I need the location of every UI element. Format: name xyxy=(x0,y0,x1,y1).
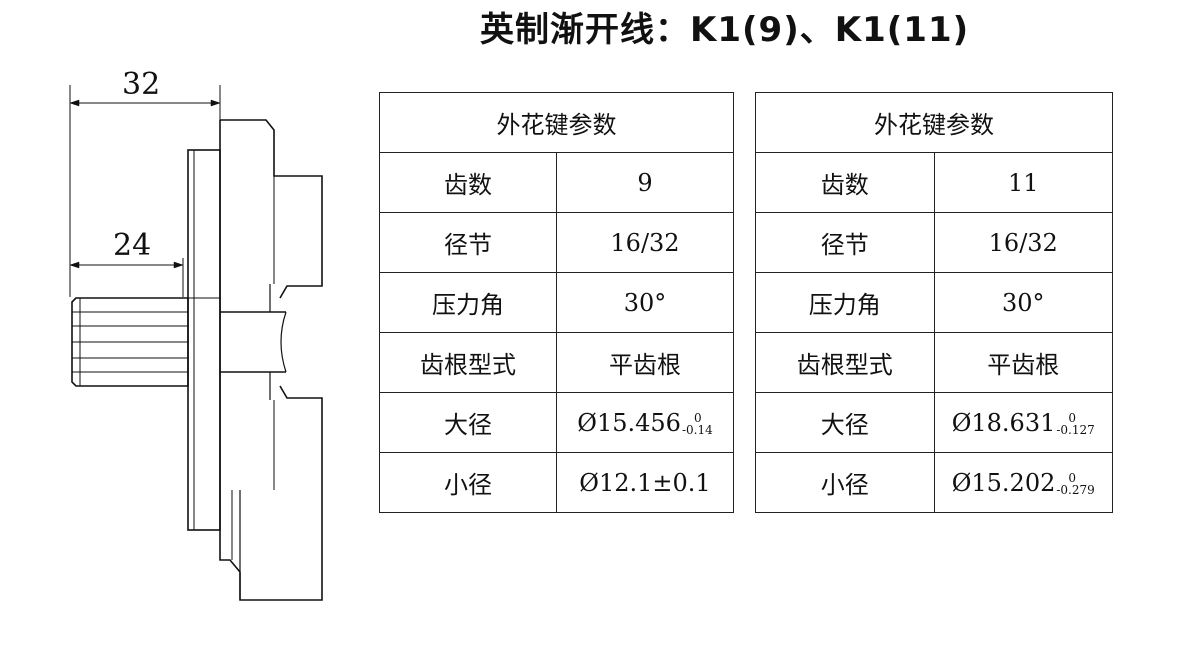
dimension-32-label: 32 xyxy=(122,67,161,102)
table-header: 外花键参数 xyxy=(379,92,734,153)
shaft-drawing xyxy=(69,85,323,601)
tolerance: 0-0.14 xyxy=(681,411,713,437)
dimension-24-label: 24 xyxy=(113,228,152,263)
table-row: 齿根型式平齿根 xyxy=(379,332,734,393)
page-title: 英制渐开线：K1(9)、K1(11) xyxy=(480,10,970,50)
tolerance: 0-0.279 xyxy=(1056,471,1095,497)
tolerance: 0-0.127 xyxy=(1056,411,1095,437)
table-row: 齿根型式平齿根 xyxy=(755,332,1113,393)
table-header: 外花键参数 xyxy=(755,92,1113,153)
